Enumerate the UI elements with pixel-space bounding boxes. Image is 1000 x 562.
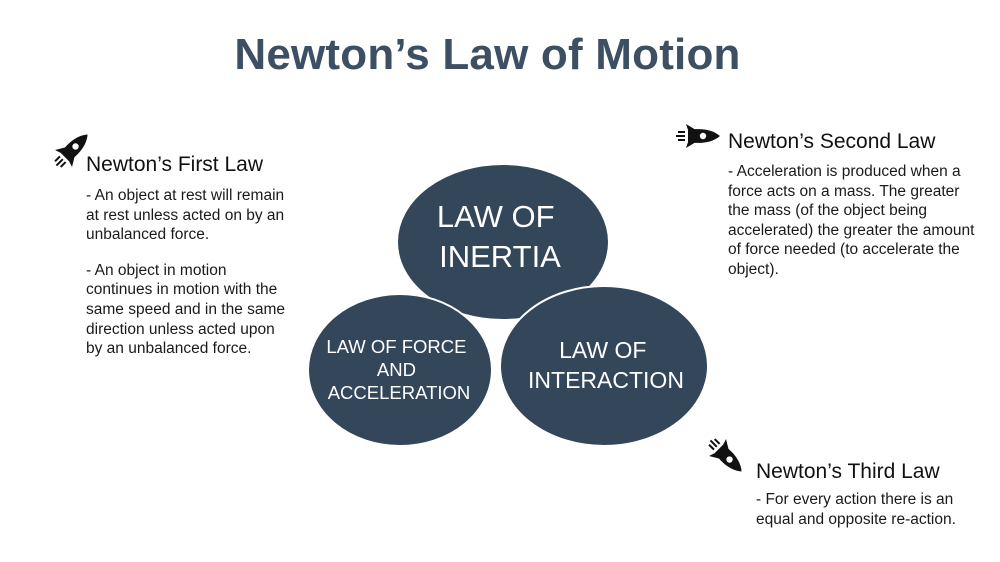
inertia-line: INERTIA bbox=[439, 239, 561, 274]
rocket-icon bbox=[708, 438, 742, 472]
force-line: LAW OF FORCE bbox=[326, 336, 466, 357]
first-law-paragraph: - An object at rest will remain at rest … bbox=[86, 187, 285, 244]
second-law-description: - Acceleration is produced when a force … bbox=[728, 162, 978, 280]
third-law-paragraph: - For every action there is an equal and… bbox=[756, 491, 956, 528]
force-line: AND bbox=[377, 359, 416, 380]
third-law-description: - For every action there is an equal and… bbox=[756, 490, 986, 529]
force-circle bbox=[307, 293, 493, 447]
first-law-description: - An object at rest will remain at rest … bbox=[86, 186, 291, 359]
force-label: LAW OF FORCE AND ACCELERATION bbox=[326, 336, 471, 403]
second-law-heading: Newton’s Second Law bbox=[728, 130, 936, 153]
inertia-label: LAW OF INERTIA bbox=[437, 199, 563, 274]
second-law-paragraph: - Acceleration is produced when a force … bbox=[728, 163, 975, 278]
third-law-heading: Newton’s Third Law bbox=[756, 460, 940, 483]
venn-diagram: LAW OF INERTIA LAW OF FORCE AND ACCELERA… bbox=[307, 163, 709, 447]
interaction-line: LAW OF bbox=[559, 337, 646, 363]
inertia-circle bbox=[396, 163, 610, 321]
rocket-icon bbox=[676, 124, 720, 148]
page-title: Newton’s Law of Motion bbox=[234, 30, 741, 79]
inertia-line: LAW OF bbox=[437, 199, 555, 234]
force-line: ACCELERATION bbox=[328, 382, 471, 403]
interaction-circle bbox=[499, 285, 709, 447]
first-law-paragraph: - An object in motion continues in motio… bbox=[86, 261, 286, 358]
first-law-heading: Newton’s First Law bbox=[86, 153, 264, 176]
interaction-label: LAW OF INTERACTION bbox=[528, 337, 684, 393]
interaction-line: INTERACTION bbox=[528, 367, 684, 393]
rocket-icon bbox=[54, 134, 88, 168]
